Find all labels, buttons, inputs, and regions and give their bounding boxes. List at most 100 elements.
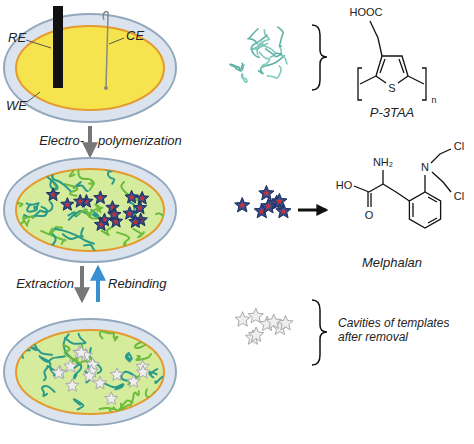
bond: [383, 184, 409, 201]
text-label: Rebinding: [108, 276, 167, 291]
bond: [354, 186, 369, 192]
bond: [376, 56, 408, 76]
star-shape: [235, 312, 250, 327]
star-core: [239, 202, 246, 209]
polymer-chain: [41, 231, 65, 244]
star-shape: [74, 195, 87, 208]
cavity-star: [83, 369, 96, 382]
cavity-star: [249, 327, 264, 342]
electrode-bottom: [4, 319, 185, 425]
star-shape: [110, 368, 123, 381]
template-star: [235, 198, 250, 212]
cavity-stars: [52, 346, 150, 405]
polymer-chain: [55, 229, 94, 244]
star-shape: [94, 191, 107, 204]
cavity-star: [66, 379, 79, 392]
process-arrow: [88, 126, 92, 155]
polymer-chain: [18, 217, 24, 228]
bond: [413, 197, 437, 223]
star-core: [111, 212, 117, 218]
cavity-star: [127, 375, 140, 388]
cavity-star: [75, 346, 88, 359]
electrode-top: [4, 6, 176, 122]
polymer-chain: [25, 241, 31, 247]
star-core: [263, 190, 270, 197]
bond: [380, 59, 404, 73]
polymer-chain: [151, 171, 160, 181]
polymer-chain: [84, 245, 101, 267]
atom-label: NH₂: [372, 156, 394, 168]
polymer-chain: [156, 345, 186, 352]
polymer-chains: [7, 324, 185, 418]
melphalan-structure: [354, 149, 451, 228]
atom-label: Cl: [453, 190, 465, 202]
polymer-chain: [146, 389, 161, 400]
bond: [382, 170, 383, 184]
polymer-chain: [50, 234, 56, 247]
polymer-chain: [77, 209, 100, 218]
polymer-chain: [278, 27, 283, 46]
atom-label: HO: [335, 179, 354, 191]
polymer-chain: [102, 331, 118, 340]
bond: [370, 21, 382, 56]
leader-line: [26, 40, 51, 48]
polymer-chain: [236, 63, 243, 70]
star-core: [50, 192, 56, 198]
star-core: [137, 205, 143, 211]
cavity-star: [248, 308, 263, 322]
polymer-chain: [15, 328, 30, 350]
star-shape: [61, 198, 74, 211]
electrode-plate: [4, 319, 176, 425]
brace: [312, 300, 327, 365]
cavity-star: [235, 312, 250, 327]
star-shape: [278, 315, 293, 330]
polymer-chain: [42, 386, 55, 396]
cavity-star: [136, 365, 149, 378]
text-label: Extraction: [16, 276, 74, 291]
star-shape: [129, 215, 142, 228]
polymer-chain: [126, 353, 132, 361]
text-label: RE: [8, 30, 26, 45]
polymer-chain: [266, 49, 282, 57]
polymer-chain: [65, 184, 78, 196]
text-label: P-3TAA: [370, 105, 415, 120]
atom-label: Cl: [453, 140, 465, 152]
star-shape: [105, 392, 118, 405]
star-core: [265, 203, 272, 210]
electrode-plate: [4, 158, 176, 262]
star-shape: [136, 191, 149, 204]
template-star: [129, 215, 142, 228]
polymer-chain: [89, 179, 94, 189]
polymer-chain: [155, 227, 174, 233]
polymer-chain: [150, 334, 159, 345]
star-core: [98, 222, 104, 228]
cavity-star: [52, 366, 65, 379]
bond: [432, 172, 451, 192]
polymer-chain: [155, 372, 180, 383]
atom-label: O: [364, 209, 375, 221]
text-label: polymerization: [98, 133, 182, 148]
atom-label: n: [431, 95, 436, 105]
cavity-star: [93, 376, 106, 389]
polymer-chain: [156, 213, 169, 218]
bond: [368, 192, 371, 207]
extraction-arrow: [80, 266, 84, 300]
polymer-chain: [242, 74, 247, 83]
reference-electrode-rod: [53, 6, 63, 88]
polymer-chain: [100, 407, 124, 410]
polymer-chains: [1, 159, 175, 267]
star-shape: [93, 376, 106, 389]
star-shape: [83, 369, 96, 382]
polymer-film: [16, 330, 164, 414]
star-core: [77, 198, 83, 204]
star-shape: [248, 308, 263, 322]
cavity-star: [278, 315, 293, 330]
star-shape: [75, 346, 88, 359]
polymer-chain: [117, 233, 129, 247]
text-label: Cavities of templates after removal: [338, 316, 463, 344]
star-shape: [272, 193, 287, 208]
leader-line: [27, 92, 40, 102]
polymer-chain: [7, 397, 24, 403]
leader-line: [109, 38, 124, 44]
polymer-chain: [31, 347, 52, 354]
